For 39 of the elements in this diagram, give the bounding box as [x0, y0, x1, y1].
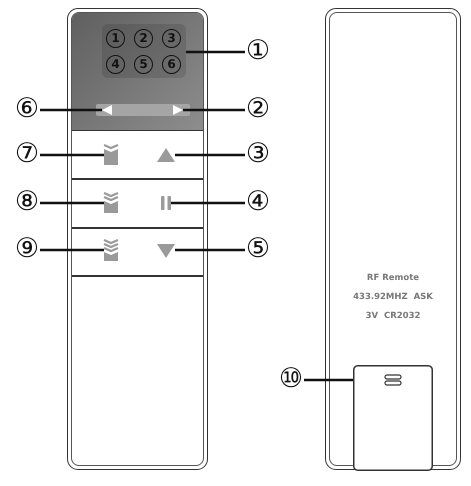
product-label-text: 433.92MHZ ASK: [352, 292, 434, 302]
battery-cover: [353, 365, 433, 471]
left-arrow-button: [102, 105, 112, 115]
callout-number: ⑦: [12, 140, 42, 170]
up-button-icon: [157, 148, 175, 162]
channel-number: 3: [162, 29, 181, 48]
callout-number: ⑥: [12, 95, 42, 125]
channel-keypad: [102, 24, 186, 78]
channel-number: 5: [134, 55, 153, 74]
leader-line: [175, 154, 245, 156]
leader-line: [40, 108, 102, 112]
channel-number: 1: [106, 29, 125, 48]
down-button-icon: [157, 244, 175, 258]
callout-number: ①: [243, 37, 273, 67]
callout-number: ⑩: [276, 365, 306, 395]
shade-button-icon: [104, 145, 118, 165]
pause-button-icon: [161, 196, 171, 210]
callout-number: ④: [243, 188, 273, 218]
channel-number: 6: [162, 55, 181, 74]
leader-line: [304, 378, 353, 382]
callout-number: ⑨: [12, 235, 42, 265]
product-label-text: 3V CR2032: [364, 311, 422, 321]
leader-line: [175, 248, 245, 252]
product-label-text: RF Remote: [366, 273, 420, 283]
leader-line: [40, 154, 104, 156]
leader-line: [183, 108, 245, 112]
leader-line: [40, 202, 104, 204]
shade-button-icon: [104, 193, 118, 213]
right-arrow-button: [173, 105, 183, 115]
channel-number: 4: [106, 55, 125, 74]
channel-number: 2: [134, 29, 153, 48]
callout-number: ③: [243, 140, 273, 170]
leader-line: [40, 248, 104, 252]
leader-line: [186, 50, 245, 54]
callout-number: ⑤: [243, 235, 273, 265]
callout-number: ②: [243, 95, 273, 125]
callout-number: ⑧: [12, 188, 42, 218]
shade-button-icon: [104, 240, 118, 261]
leader-line: [171, 202, 245, 204]
